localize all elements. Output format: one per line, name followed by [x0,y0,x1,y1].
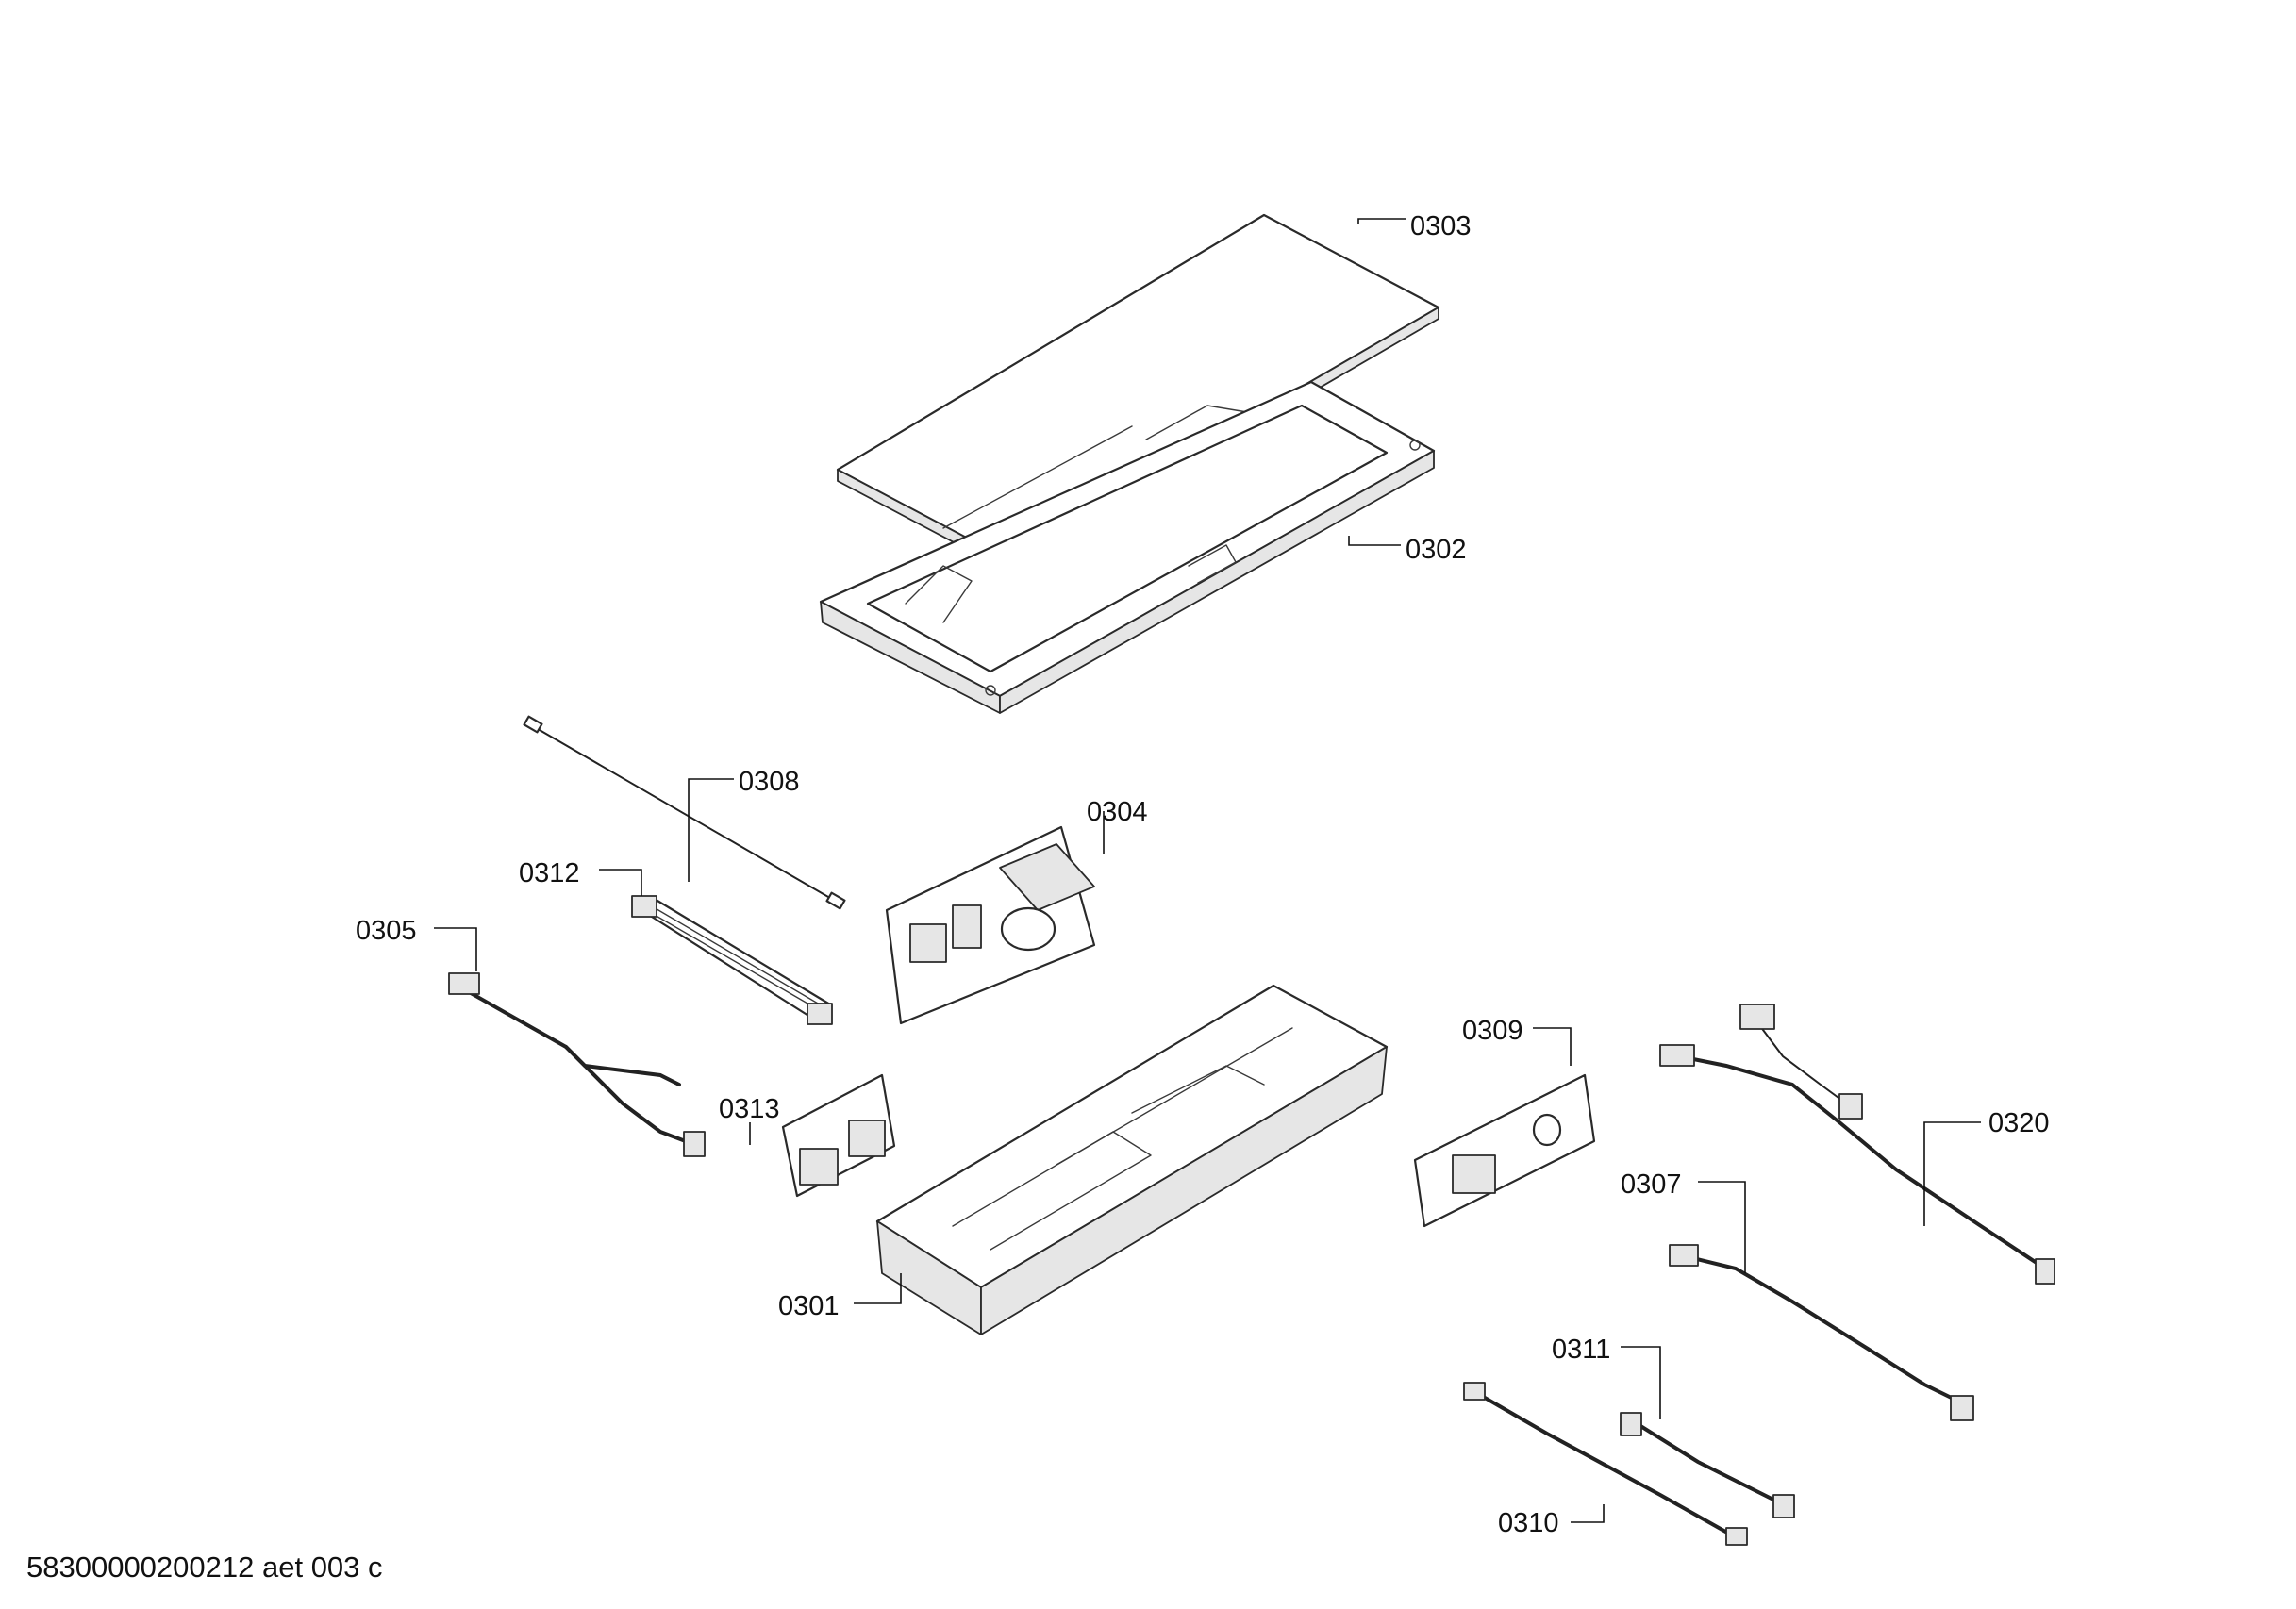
label-0301: 0301 [778,1291,840,1321]
label-0309: 0309 [1462,1016,1523,1046]
label-0320: 0320 [1988,1108,2050,1138]
document-id: 58300000200212 aet 003 c [26,1551,383,1584]
part-0301-housing [875,984,1389,1335]
part-0305-cable-harness [448,972,706,1157]
part-0320-harness [1659,1004,2055,1285]
part-0310-cable [1463,1382,1748,1546]
part-labels: 0303 0302 0308 0304 0312 0305 0313 0301 … [356,211,2050,1538]
label-0313: 0313 [719,1094,780,1124]
label-0303: 0303 [1410,211,1472,241]
part-0308-wire [523,715,846,910]
leader-lines [434,218,1981,1523]
label-0307: 0307 [1621,1169,1682,1200]
part-0304-pcb [885,825,1096,1025]
part-0309-pcb [1413,1073,1596,1228]
label-0308: 0308 [739,767,800,797]
label-0312: 0312 [519,858,580,888]
label-0311: 0311 [1552,1335,1610,1365]
label-0302: 0302 [1406,535,1467,565]
label-0304: 0304 [1087,797,1148,827]
part-0313-pcb [781,1073,896,1198]
part-0307-harness [1669,1244,1974,1421]
label-0305: 0305 [356,916,417,946]
part-0312-ribbon-cable [631,895,833,1025]
part-0311-ribbon-cable [1620,1412,1795,1518]
label-0310: 0310 [1498,1508,1559,1538]
part-0302-frame [819,380,1436,714]
